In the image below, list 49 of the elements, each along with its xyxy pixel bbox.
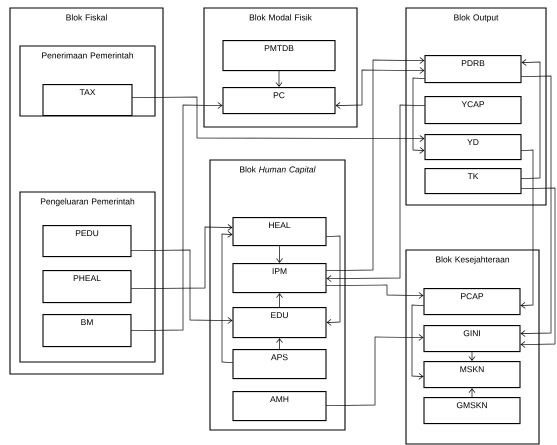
arrow [131,224,232,289]
arrow [276,70,282,87]
variable-box: IPM [232,263,327,294]
arrow [412,78,425,154]
arrow [326,57,424,271]
arrow [276,293,283,308]
block-title: Penerimaan Pemerintah [42,52,133,58]
variable-box: TAX [42,84,133,116]
variable-box: YD [424,134,522,160]
variable-box: EDU [232,307,327,338]
variable-box: APS [232,349,327,380]
arrow [276,246,283,263]
variable-box: PMTDB [222,40,336,72]
arrow [520,150,534,309]
arrow [131,250,232,324]
arrow [326,104,425,282]
variable-box: YCAP [424,96,522,124]
arrow [521,59,540,179]
block-title: Blok Modal Fisik [250,14,312,20]
block-title: Blok Fiskal [66,14,107,20]
variable-box: PDRB [424,55,522,84]
arrow [326,334,424,406]
variable-box: GINI [423,325,521,352]
variable-box: AMH [232,391,327,422]
variable-box: TK [424,168,522,194]
arrow [520,188,556,348]
block-title: Blok Kesejahteraan [436,256,510,264]
variable-box: PHEAL [42,270,132,304]
variable-box: GMSKN [423,397,521,424]
arrow [276,338,283,350]
variable-box: HEAL [232,217,327,246]
arrow [468,352,476,361]
arrow [131,102,222,331]
arrow [520,76,552,337]
arrow [336,67,424,109]
arrow [412,304,424,380]
variable-box: PCAP [423,288,521,316]
arrow [222,230,233,363]
arrow [468,388,476,398]
arrow [132,96,424,142]
variable-box: PC [222,87,336,114]
variable-box: BM [42,314,132,348]
arrow [326,284,424,299]
block-title: Pengeluaran Pemerintah [40,198,134,206]
block-title: Blok Human Capital [240,166,316,174]
variable-box: MSKN [423,361,521,388]
variable-box: PEDU [42,225,132,258]
block-title: Blok Output [454,14,498,22]
arrow [326,236,340,326]
